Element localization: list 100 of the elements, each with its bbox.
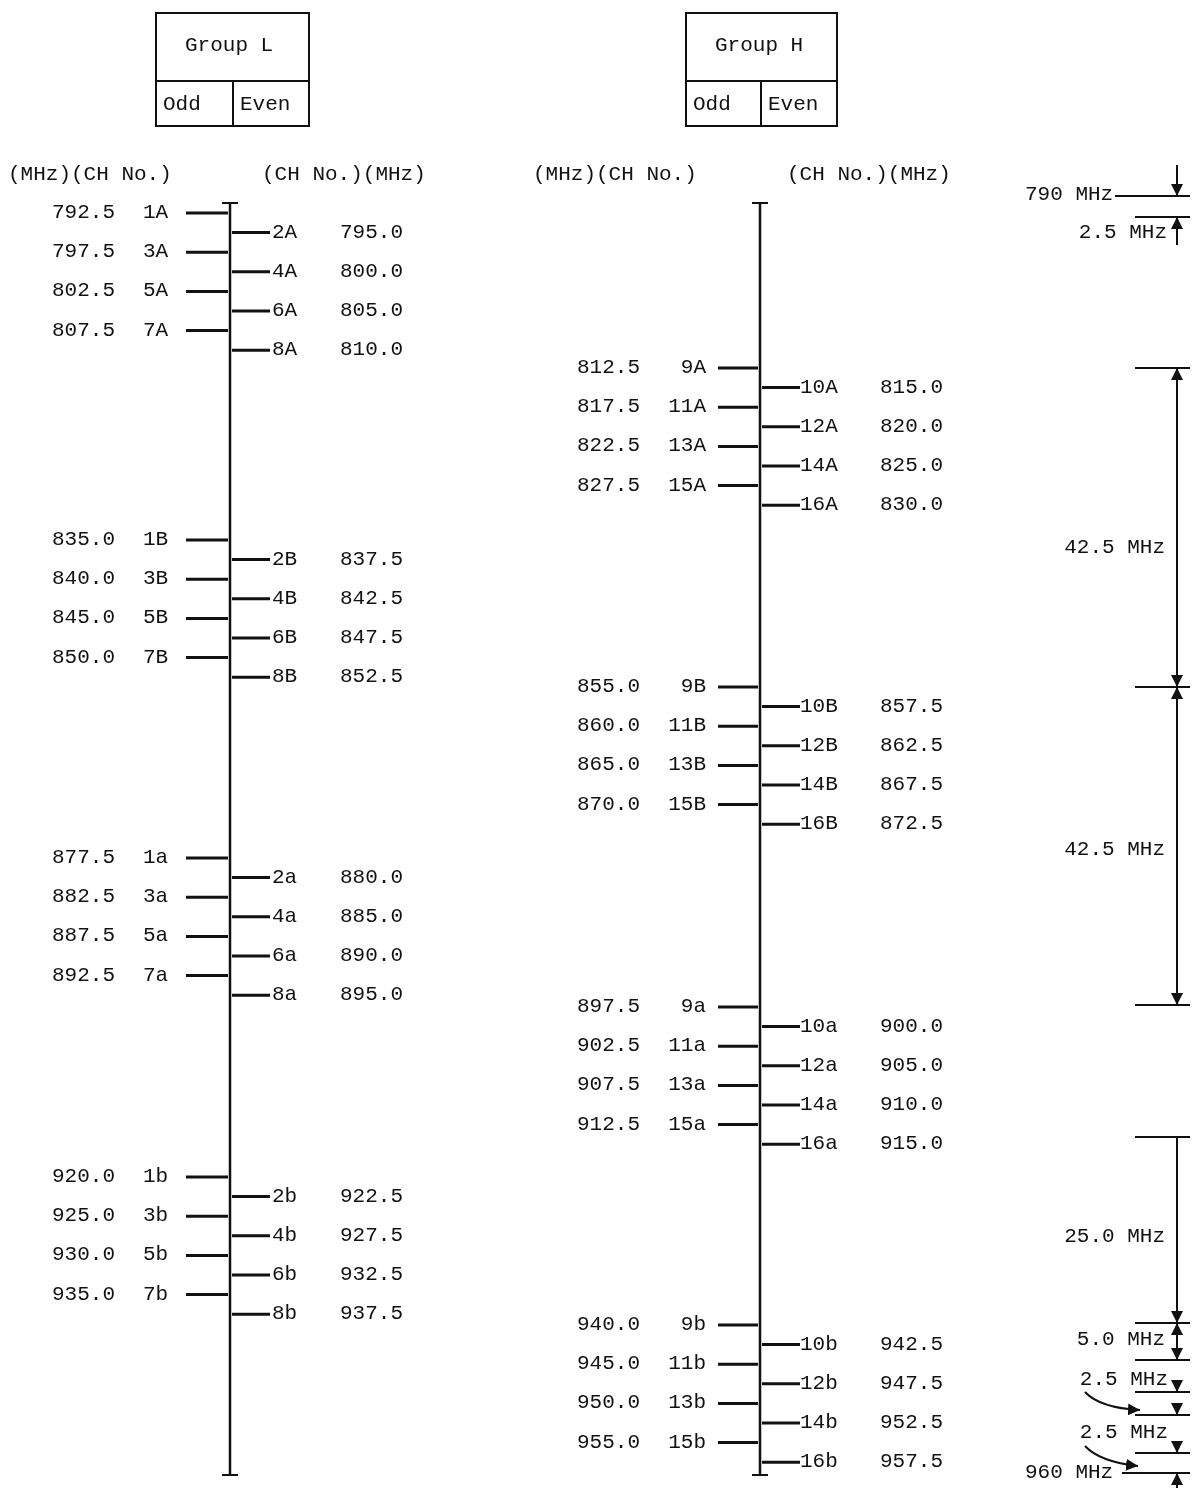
channel-label: 10a bbox=[800, 1014, 838, 1039]
channel-label: 7A bbox=[143, 318, 169, 343]
frequency-label: 880.0 bbox=[340, 865, 403, 890]
dimension-label: 790 MHz bbox=[1025, 183, 1114, 207]
column-header: Even bbox=[762, 80, 836, 125]
frequency-label: 930.0 bbox=[52, 1243, 115, 1268]
column-heading: (MHz)(CH No.) bbox=[533, 163, 697, 187]
channel-label: 3b bbox=[143, 1204, 169, 1229]
channel-label: 13a bbox=[668, 1073, 706, 1098]
frequency-label: 827.5 bbox=[577, 473, 640, 498]
channel-label: 1A bbox=[143, 201, 169, 225]
dimension-label: 2.5 MHz bbox=[1078, 221, 1167, 245]
frequency-label: 925.0 bbox=[52, 1204, 115, 1229]
frequency-label: 817.5 bbox=[577, 395, 640, 420]
channel-label: 10b bbox=[800, 1332, 838, 1357]
frequency-label: 942.5 bbox=[880, 1332, 943, 1357]
channel-label: 12A bbox=[800, 414, 838, 439]
channel-label: 14b bbox=[800, 1411, 838, 1435]
channel-label: 11a bbox=[668, 1034, 706, 1059]
frequency-label: 897.5 bbox=[577, 995, 640, 1019]
frequency-label: 852.5 bbox=[340, 665, 403, 690]
channel-label: 9B bbox=[680, 675, 706, 699]
frequency-label: 882.5 bbox=[52, 885, 115, 910]
frequency-label: 950.0 bbox=[577, 1391, 640, 1416]
channel-label: 12a bbox=[800, 1053, 838, 1078]
frequency-label: 822.5 bbox=[577, 434, 640, 459]
column-header: Odd bbox=[687, 80, 762, 125]
frequency-label: 820.0 bbox=[880, 414, 943, 439]
channel-label: 3a bbox=[143, 885, 169, 910]
frequency-label: 887.5 bbox=[52, 924, 115, 949]
channel-label: 15b bbox=[668, 1430, 706, 1455]
frequency-label: 885.0 bbox=[340, 904, 403, 929]
channel-label: 13b bbox=[668, 1391, 706, 1416]
frequency-label: 845.0 bbox=[52, 606, 115, 631]
frequency-label: 895.0 bbox=[340, 983, 403, 1008]
channel-label: 6b bbox=[272, 1263, 298, 1287]
channel-label: 16A bbox=[800, 493, 838, 518]
column-header: Even bbox=[234, 80, 308, 125]
frequency-label: 835.0 bbox=[52, 528, 115, 552]
frequency-label: 837.5 bbox=[340, 547, 403, 572]
frequency-label: 920.0 bbox=[52, 1165, 115, 1189]
channel-label: 16B bbox=[800, 812, 838, 837]
column-heading: (CH No.)(MHz) bbox=[787, 163, 951, 187]
channel-label: 6A bbox=[272, 299, 298, 323]
channel-label: 16a bbox=[800, 1132, 838, 1157]
frequency-label: 795.0 bbox=[340, 220, 403, 245]
channel-label: 4a bbox=[272, 904, 298, 929]
frequency-label: 905.0 bbox=[880, 1053, 943, 1078]
frequency-label: 902.5 bbox=[577, 1034, 640, 1059]
dimension-label: 960 MHz bbox=[1025, 1461, 1114, 1485]
frequency-label: 830.0 bbox=[880, 493, 943, 518]
channel-label: 2A bbox=[272, 220, 298, 245]
column-heading: (MHz)(CH No.) bbox=[8, 163, 172, 187]
frequency-label: 952.5 bbox=[880, 1411, 943, 1435]
dimension-label: 42.5 MHz bbox=[1064, 838, 1165, 862]
frequency-label: 890.0 bbox=[340, 944, 403, 968]
frequency-label: 825.0 bbox=[880, 454, 943, 478]
frequency-label: 955.0 bbox=[577, 1430, 640, 1455]
frequency-label: 815.0 bbox=[880, 375, 943, 400]
channel-label: 8B bbox=[272, 665, 298, 690]
frequency-label: 810.0 bbox=[340, 338, 403, 363]
channel-label: 5B bbox=[143, 606, 169, 631]
channel-label: 9b bbox=[680, 1313, 706, 1337]
frequency-label: 857.5 bbox=[880, 694, 943, 719]
channel-label: 11A bbox=[668, 395, 706, 420]
frequency-label: 867.5 bbox=[880, 773, 943, 797]
channel-label: 7a bbox=[143, 963, 169, 988]
channel-label: 10B bbox=[800, 694, 838, 719]
channel-label: 8A bbox=[272, 338, 298, 363]
frequency-label: 907.5 bbox=[577, 1073, 640, 1098]
channel-label: 10A bbox=[800, 375, 838, 400]
channel-label: 15A bbox=[668, 473, 706, 498]
group-header-table bbox=[685, 12, 838, 127]
channel-label: 1a bbox=[143, 846, 169, 870]
channel-label: 14B bbox=[800, 773, 838, 797]
frequency-label: 865.0 bbox=[577, 753, 640, 778]
frequency-label: 842.5 bbox=[340, 586, 403, 611]
group-title: Group L bbox=[185, 34, 274, 58]
frequency-label: 945.0 bbox=[577, 1352, 640, 1377]
channel-label: 13A bbox=[668, 434, 706, 459]
frequency-label: 807.5 bbox=[52, 318, 115, 343]
channel-label: 8a bbox=[272, 983, 298, 1008]
channel-label: 6B bbox=[272, 626, 298, 650]
frequency-label: 957.5 bbox=[880, 1450, 943, 1475]
frequency-label: 937.5 bbox=[340, 1302, 403, 1327]
channel-label: 6a bbox=[272, 944, 298, 968]
frequency-label: 947.5 bbox=[880, 1371, 943, 1396]
channel-label: 2B bbox=[272, 547, 298, 572]
channel-label: 4b bbox=[272, 1223, 298, 1248]
frequency-label: 892.5 bbox=[52, 963, 115, 988]
channel-label: 16b bbox=[800, 1450, 838, 1475]
channel-label: 15B bbox=[668, 792, 706, 817]
channel-label: 4A bbox=[272, 259, 298, 284]
dimension-label: 5.0 MHz bbox=[1076, 1328, 1165, 1352]
channel-label: 13B bbox=[668, 753, 706, 778]
channel-label: 4B bbox=[272, 586, 298, 611]
channel-label: 2b bbox=[272, 1184, 298, 1209]
frequency-label: 840.0 bbox=[52, 567, 115, 592]
frequency-label: 850.0 bbox=[52, 645, 115, 670]
frequency-label: 922.5 bbox=[340, 1184, 403, 1209]
